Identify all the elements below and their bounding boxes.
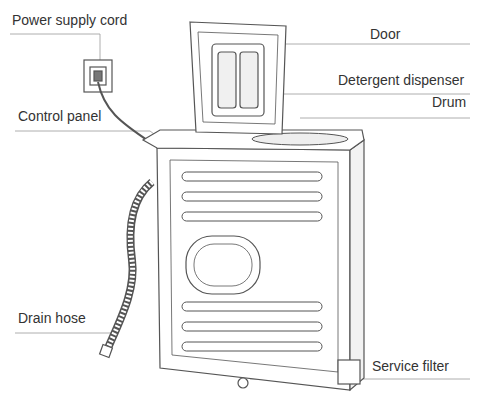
- part-label: Detergent dispenser: [338, 72, 464, 88]
- vent-slots: [182, 172, 322, 351]
- service-filter-cover: [338, 360, 360, 384]
- hose-ribs: [108, 182, 152, 348]
- power-cord: [98, 82, 150, 142]
- part-label: Service filter: [372, 358, 449, 374]
- hose-nozzle: [100, 345, 113, 358]
- leader-line: [10, 34, 100, 62]
- lid: [190, 22, 286, 134]
- wall-outlet: [84, 60, 112, 92]
- leader-line: [15, 333, 112, 334]
- vent-slot: [182, 322, 322, 331]
- side-panel: [350, 140, 364, 390]
- part-label: Door: [370, 26, 400, 42]
- vent-slot: [182, 212, 322, 221]
- panel-recess: [186, 236, 260, 294]
- plug: [94, 71, 102, 81]
- lid-outer: [190, 22, 286, 134]
- panel-recess-inner: [194, 244, 252, 286]
- dispenser-slot: [240, 52, 258, 108]
- leader-line: [300, 118, 470, 119]
- part-label: Drum: [432, 94, 466, 110]
- dispenser-tray: [212, 44, 264, 116]
- part-label: Drain hose: [18, 310, 86, 326]
- vent-slot: [182, 172, 322, 181]
- vent-slot: [182, 192, 322, 201]
- cabinet: [143, 130, 364, 390]
- foot: [238, 378, 248, 388]
- hose-outline: [108, 182, 152, 348]
- drum-opening: [252, 133, 348, 145]
- part-label: Control panel: [18, 108, 101, 124]
- vent-slot: [182, 302, 322, 311]
- outlet-plate: [84, 60, 112, 92]
- lid-inner: [198, 32, 278, 124]
- leader-line: [255, 44, 470, 45]
- part-label: Power supply cord: [12, 12, 127, 28]
- front-inset: [170, 160, 338, 372]
- front-panel: [157, 148, 350, 390]
- dispenser-slot: [218, 52, 236, 108]
- vent-slot: [182, 342, 322, 351]
- drain-hose: [100, 182, 152, 357]
